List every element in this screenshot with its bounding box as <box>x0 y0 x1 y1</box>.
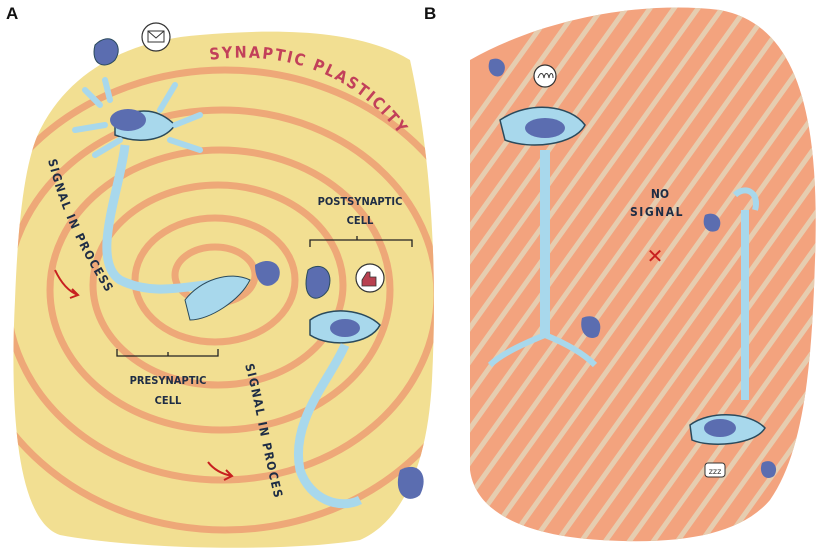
stripe <box>470 7 635 542</box>
panel-label-b: B <box>424 4 437 23</box>
envelope-icon <box>147 30 165 43</box>
stripe <box>517 7 816 542</box>
receiving-neuron-idle <box>689 187 777 479</box>
stripe <box>470 7 611 542</box>
signal-arrow-icon <box>54 269 80 299</box>
stripe <box>589 7 816 542</box>
stripe <box>613 7 816 542</box>
no-signal-line1: NO <box>651 187 669 201</box>
stripe <box>709 7 816 542</box>
stripe <box>470 7 779 542</box>
stripe <box>470 7 683 542</box>
sleep-bubble: zzz <box>704 462 726 478</box>
stripe <box>470 7 563 542</box>
spiral-rings <box>13 66 434 534</box>
sleep-icon: zzz <box>709 467 722 476</box>
presynaptic-label-line1: PRESYNAPTIC <box>130 374 207 387</box>
scribble-icon <box>537 73 554 79</box>
postsynaptic-neuron <box>294 265 424 509</box>
postsynaptic-label-line2: CELL <box>347 214 374 227</box>
stripe <box>470 7 803 542</box>
stripe <box>470 7 587 542</box>
postsynaptic-label-line1: POSTSYNAPTIC <box>318 195 403 208</box>
presynaptic-bracket <box>116 349 219 357</box>
signal-arrow-icon <box>207 461 234 481</box>
sending-neuron-idle <box>487 58 601 368</box>
panel-label-a: A <box>6 4 19 23</box>
presynaptic-neuron-top <box>72 38 231 294</box>
stripe <box>470 7 755 542</box>
presynaptic-terminal-center <box>184 260 280 321</box>
stripe <box>685 7 816 542</box>
stripe <box>661 7 816 542</box>
stripe <box>493 7 816 542</box>
postsynaptic-bracket <box>309 236 413 247</box>
stripe <box>565 7 816 542</box>
no-signal-line2: SIGNAL <box>630 205 684 219</box>
stripe <box>470 7 816 542</box>
stripe <box>470 7 731 542</box>
diagonal-stripes <box>470 7 816 542</box>
scribble-bubble <box>533 64 557 88</box>
thumbs-up-icon <box>361 271 377 287</box>
cross-icon: ✕ <box>647 244 664 268</box>
thumbs-up-bubble <box>355 263 385 293</box>
stripe <box>470 7 659 542</box>
envelope-bubble <box>141 22 171 52</box>
stripe <box>470 7 707 542</box>
stripe <box>470 7 816 542</box>
presynaptic-label-line2: CELL <box>155 394 182 407</box>
